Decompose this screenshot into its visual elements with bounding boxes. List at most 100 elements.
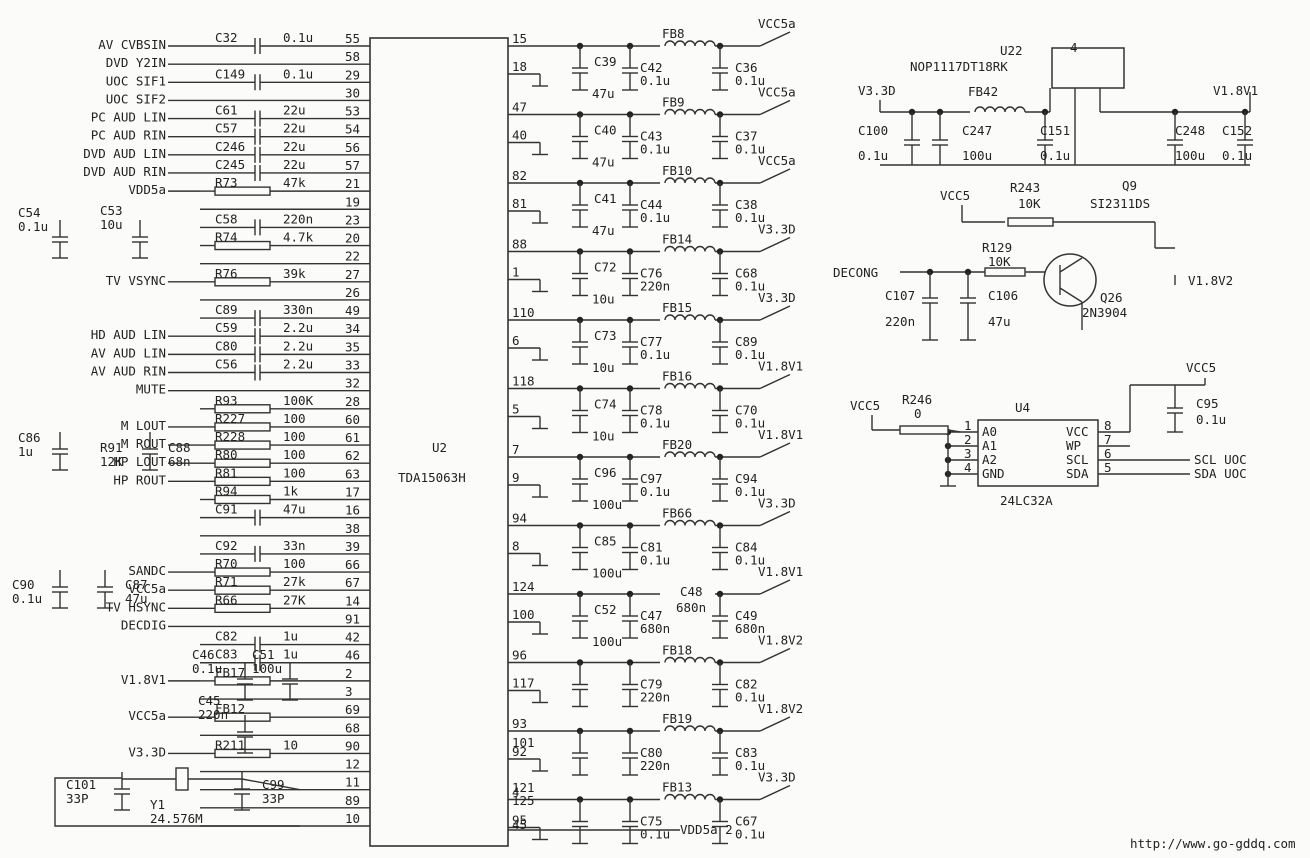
ic-pin-number: 93 (512, 716, 527, 731)
component-ref: C85 (594, 534, 617, 549)
component-ref: R211 (215, 737, 245, 752)
component-value: 330n (283, 302, 313, 317)
ic-pin-number: 7 (512, 442, 520, 457)
component-value: 0.1u (735, 553, 765, 568)
component-ref: C87 (125, 577, 148, 592)
ic-pin-number: 9 (512, 470, 520, 485)
ic-pin-number: 30 (345, 85, 360, 100)
wire (1059, 287, 1083, 303)
eeprom-pin-label: VCC (1066, 424, 1089, 439)
component-value: 100u (962, 148, 992, 163)
component-ref: R243 (1010, 180, 1040, 195)
ic-pin-number: 17 (345, 484, 360, 499)
component-value: 0.1u (640, 73, 670, 88)
component-value: 100 (283, 429, 306, 444)
net-label: UOC SIF2 (106, 91, 166, 106)
net-label: V1.8V1 (121, 672, 166, 687)
wire (759, 99, 791, 116)
net-label: HD AUD LIN (91, 327, 166, 342)
component-ref: C76 (640, 266, 663, 281)
component-value: 0.1u (735, 73, 765, 88)
component-value: 0.1u (735, 142, 765, 157)
component-value: 0.1u (640, 142, 670, 157)
component-value: 68n (168, 454, 191, 469)
component-value: 2.2u (283, 357, 313, 372)
component-value: 100u (592, 497, 622, 512)
component-ref: C246 (215, 139, 245, 154)
ic-pin-number: 11 (345, 775, 360, 790)
ic-pin-number: 63 (345, 466, 360, 481)
ic-pin-number: 19 (345, 194, 360, 209)
component-ref: C38 (735, 197, 758, 212)
component-value: 100u (592, 566, 622, 581)
ferrite-ref: FB19 (662, 711, 692, 726)
component-value: 24.576M (150, 811, 203, 826)
ic-pin-number: 10 (345, 811, 360, 826)
component-value: 2.2u (283, 338, 313, 353)
component-ref: C89 (735, 334, 758, 349)
wire (759, 647, 791, 664)
component-value: 0.1u (640, 416, 670, 431)
component-value: 10u (592, 292, 615, 307)
component-value: 10u (592, 429, 615, 444)
ic-pin-number: 18 (512, 59, 527, 74)
ic-pin-number: 45 (512, 817, 527, 832)
ic-pin-number: 34 (345, 321, 360, 336)
net-label: V3.3D (128, 744, 166, 759)
ic-pin-number: 39 (345, 539, 360, 554)
component-ref: C40 (594, 123, 617, 138)
component-value: 0.1u (735, 279, 765, 294)
rail-label: VCC5a (758, 16, 796, 31)
component-value: 0.1u (12, 591, 42, 606)
component-ref: C41 (594, 191, 617, 206)
component-value: 10 (283, 737, 298, 752)
eeprom-pin-label: A0 (982, 424, 997, 439)
ic-pin-number: 66 (345, 557, 360, 572)
component-ref: C97 (640, 471, 663, 486)
component-value: 47u (592, 86, 615, 101)
wire (759, 373, 791, 390)
ferrite-bead-symbol (664, 314, 716, 321)
rail-label: VCC5 (1186, 360, 1216, 375)
component-value: 10u (592, 360, 615, 375)
ic-pin-number: 88 (512, 237, 527, 252)
component-ref: C83 (735, 745, 758, 760)
component-ref: C72 (594, 260, 617, 275)
net-label: TV VSYNC (106, 273, 166, 288)
component-ref: C245 (215, 157, 245, 172)
ic-pin-number: 23 (345, 212, 360, 227)
component-ref: C53 (100, 203, 123, 218)
net-label: PC AUD LIN (91, 110, 166, 125)
component-ref: C86 (18, 430, 41, 445)
eeprom-pin-label: A2 (982, 452, 997, 467)
component-value: 10u (100, 217, 123, 232)
component-ref: C80 (215, 338, 238, 353)
ic-pin-number: 4 (964, 460, 972, 475)
component-value: 100 (283, 556, 306, 571)
net-label: SANDC (128, 563, 166, 578)
component-value: 47u (988, 314, 1011, 329)
component-value: 33n (283, 538, 306, 553)
ic-pin-number: 14 (345, 593, 360, 608)
ic-pin-number: 118 (512, 374, 535, 389)
component-ref: C73 (594, 328, 617, 343)
ic-pin-number: 1 (512, 265, 520, 280)
component-ref: C74 (594, 397, 617, 412)
ic-pin-number: 101 (512, 735, 535, 750)
component-ref: C47 (640, 608, 663, 623)
ferrite-ref: FB13 (662, 780, 692, 795)
component-value: 0 (914, 406, 922, 421)
net-label: DVD AUD RIN (83, 164, 166, 179)
wire (759, 442, 791, 458)
component-value: 0.1u (735, 827, 765, 842)
ic-pin-number: 3 (964, 446, 972, 461)
net-label: UOC SIF1 (106, 73, 166, 88)
net-label: M LOUT (121, 418, 167, 433)
ic-pin-number: 3 (345, 684, 353, 699)
component-ref: C57 (215, 121, 238, 136)
rail-label: V1.8V1 (1213, 83, 1258, 98)
ferrite-ref: FB42 (968, 84, 998, 99)
component-ref: C84 (735, 540, 758, 555)
component-value: 33P (262, 791, 285, 806)
net-label: MUTE (136, 382, 166, 397)
